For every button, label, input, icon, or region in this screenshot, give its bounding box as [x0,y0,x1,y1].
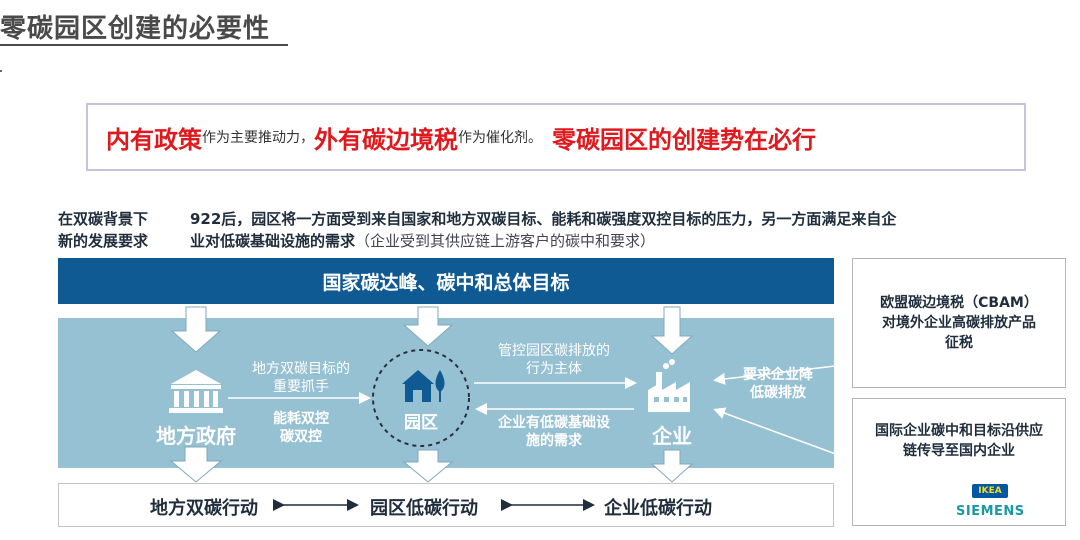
down-arrow-enterprise-action [650,449,694,483]
slogan-part2-big: 外有碳边境税 [314,125,458,154]
slogan-part1-small: 作为主要推动力， [202,130,314,146]
ikea-logo-icon: IKEA [972,484,1008,498]
factory-icon [648,359,690,412]
slogan-part2-small: 作为催化剂。 [458,130,542,146]
title-underline [0,44,288,46]
gov-node-label: 地方政府 [156,424,236,448]
gov-to-park-top-label: 地方双碳目标的 重要抓手 [252,361,350,395]
action-gov: 地方双碳行动 [150,498,258,519]
slogan-part3-big: 零碳园区的创建势在必行 [552,125,816,154]
bank-icon [169,370,223,413]
background-text: 922后，园区将一方面受到来自国家和地方双碳目标、能耗和碳强度双控目标的压力，另… [190,208,1070,252]
house-icon [402,370,445,402]
background-text-line1: 922后，园区将一方面受到来自国家和地方双碳目标、能耗和碳强度双控目标的压力，另… [190,210,897,228]
action-park: 园区低碳行动 [370,498,478,519]
slogan-box: 内有政策 作为主要推动力， 外有碳边境税 作为催化剂。 零碳园区的创建势在必行 [86,103,1026,171]
enterprise-node-label: 企业 [652,424,692,448]
slogan-part1-big: 内有政策 [106,125,202,154]
action-bar [58,483,834,527]
title-dot [0,70,2,72]
background-text-line2-paren: （企业受到其供应链上游客户的碳中和要求） [355,232,656,250]
park-to-ent-top-label: 管控园区碳排放的 行为主体 [498,343,610,377]
down-arrow-park [402,306,454,347]
background-heading: 在双碳背景下 新的发展要求 [58,208,148,252]
ent-to-park-bottom-label: 企业有低碳基础设 施的需求 [498,415,610,449]
down-arrow-enterprise [650,306,694,355]
arrow-intl-to-ent [713,407,853,461]
down-arrow-gov-action [169,446,223,483]
background-text-line2-bold: 业对低碳基础设施的需求 [190,232,356,250]
background-heading-line1: 在双碳背景下 [58,210,149,228]
action-enterprise: 企业低碳行动 [604,498,712,519]
background-text-line2: 业对低碳基础设施的需求（企业受到其供应链上游客户的碳中和要求） [190,230,1070,252]
national-goal-banner: 国家碳达峰、碳中和总体目标 [58,258,834,304]
down-arrow-gov [170,306,222,353]
gov-to-park-bottom-label: 能耗双控 碳双控 [273,411,329,445]
park-node-label: 园区 [404,413,438,433]
arrow-cbam-to-ent [713,363,853,385]
park-circle [372,349,470,447]
cbam-box: 欧盟碳边境税（CBAM） 对境外企业高碳排放产品 征税 [852,258,1066,388]
background-heading-line2: 新的发展要求 [58,232,149,250]
requirement-label: 要求企业降 低碳排放 [743,367,813,401]
page-title: 零碳园区创建的必要性 [0,14,271,44]
down-arrow-park-action [402,449,454,483]
siemens-logo: SIEMENS [956,504,1025,519]
intl-box: 国际企业碳中和目标沿供应 链传导至国内企业 [852,398,1066,526]
